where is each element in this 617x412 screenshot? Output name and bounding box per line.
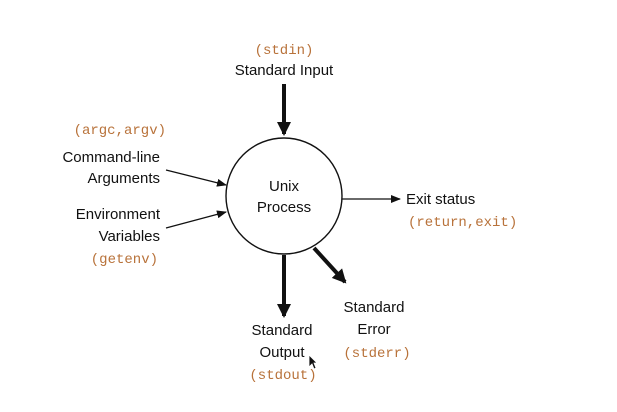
process-label-line2: Process <box>256 199 312 216</box>
env-arrow <box>165 210 227 229</box>
exit-code: (return,exit) <box>408 215 518 231</box>
stderr-label-line2: Error <box>357 321 391 338</box>
stdout-label-line1: Standard <box>251 322 313 339</box>
args-arrow <box>165 169 227 187</box>
mouse-pointer-icon <box>308 354 318 370</box>
args-label-line1: Command-line <box>62 149 160 166</box>
env-code: (getenv) <box>90 252 158 268</box>
env-label-line2: Variables <box>98 228 160 245</box>
args-code: (argc,argv) <box>73 123 166 139</box>
exit-label: Exit status <box>406 191 476 208</box>
args-label-line2: Arguments <box>87 170 160 187</box>
stdout-label-line2: Output <box>259 344 305 361</box>
stderr-arrow <box>312 246 347 284</box>
stdin-label: Standard Input <box>234 62 334 79</box>
stderr-code: (stderr) <box>343 346 411 362</box>
process-label-line1: Unix <box>268 178 300 195</box>
process-circle <box>225 137 343 255</box>
stdout-code: (stdout) <box>249 368 317 384</box>
env-label-line1: Environment <box>75 206 160 223</box>
stdin-code: (stdin) <box>254 43 314 59</box>
stderr-label-line1: Standard <box>343 299 405 316</box>
